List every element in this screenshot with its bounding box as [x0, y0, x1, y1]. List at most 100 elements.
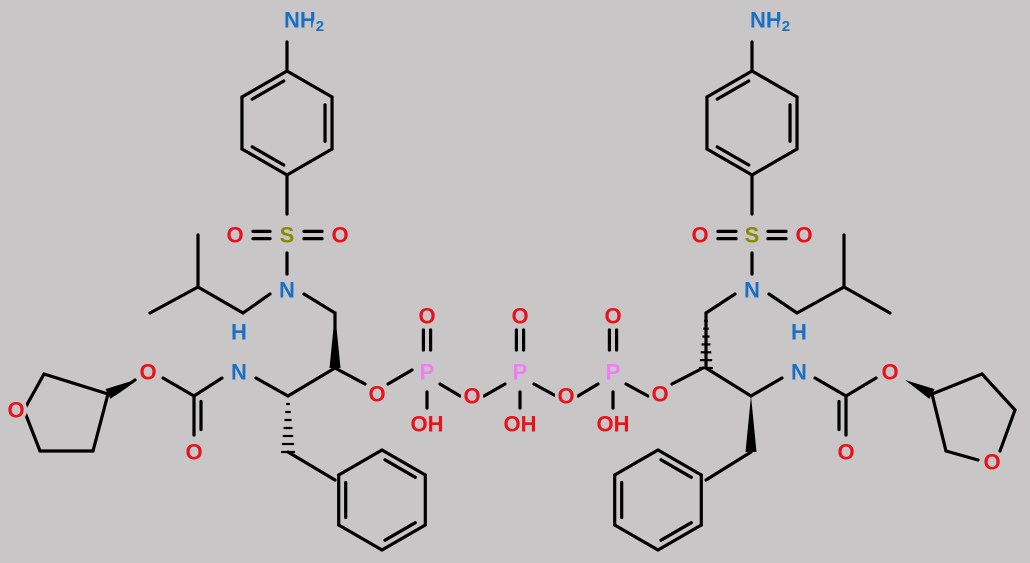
left-thf-o: O [7, 398, 24, 423]
left-aniline-ring-inner-3 [250, 145, 286, 167]
left-thf-4 [22, 372, 46, 412]
right-thf-2 [980, 372, 1017, 412]
chain-o1-p1 [386, 368, 414, 386]
right-thf-5 [944, 449, 980, 462]
o4-right-c [670, 366, 705, 386]
left-phenyl-ring-edge-0 [380, 448, 427, 477]
right-phenyl-ring-edge-5 [613, 448, 660, 477]
left-sulfonyl-o2: O [331, 223, 348, 248]
right-sulfonamide-n: N [744, 278, 760, 303]
left-aniline-ring-edge-0 [285, 69, 334, 99]
right-n-to-ch2b [704, 292, 737, 315]
right-aniline-ring-edge-0 [750, 69, 799, 99]
right-phenyl-ring-edge-3 [613, 523, 660, 552]
right-aniline-ring-edge-5 [705, 69, 754, 99]
right-thf-o: O [983, 450, 1000, 475]
left-hash-benzyl [281, 402, 295, 454]
left-n-to-ch2 [241, 292, 272, 315]
right-wedge-thf [905, 380, 935, 399]
right-thf-1 [930, 372, 984, 396]
right-nh2-label: NH2 [750, 8, 790, 35]
left-c-to-o [333, 366, 367, 386]
left-sulfonyl-o1: O [226, 223, 243, 248]
right-n-to-ch2 [767, 292, 799, 315]
left-phenyl-ring-inner-0 [383, 458, 417, 479]
left-benzyl-ch2 [286, 450, 337, 482]
o3-p3 [576, 382, 600, 398]
p3-label: P [606, 360, 621, 385]
left-co-to-o [161, 376, 196, 398]
left-ch2-ch [196, 285, 245, 315]
left-sulfonamide-n: N [279, 278, 295, 303]
right-c-to-c2 [704, 366, 753, 398]
right-sulfonyl-o2: O [795, 223, 812, 248]
left-thf-1 [91, 392, 110, 453]
p1-label: P [420, 360, 435, 385]
right-carbamate-n: N [791, 360, 807, 385]
bridge-o2: O [557, 384, 574, 409]
left-wedge-1 [329, 313, 341, 368]
right-nh-h: H [791, 320, 807, 345]
o2-p2 [482, 382, 507, 398]
left-c-to-c2 [286, 366, 337, 398]
p2-oxo-o: O [511, 304, 528, 329]
right-ester-o: O [881, 360, 898, 385]
p1-oxo-o: O [418, 304, 435, 329]
left-aniline-ring-edge-2 [285, 147, 334, 177]
p3-o4 [624, 382, 650, 398]
right-aniline-ring-edge-2 [750, 147, 799, 177]
left-nh-h: H [231, 320, 247, 345]
right-aniline-ring-edge-3 [705, 147, 754, 177]
right-co-to-o [844, 376, 878, 398]
right-phenyl-ring-edge-0 [656, 448, 703, 477]
right-thf-3 [998, 408, 1017, 453]
left-phenyl-ring-edge-2 [380, 523, 427, 552]
right-ch-me2 [842, 285, 892, 315]
right-hash-1 [699, 319, 713, 370]
left-nh-to-co [192, 376, 224, 398]
p1-oh-label: OH [411, 412, 444, 437]
right-phenyl-ring-inner-0 [659, 458, 693, 479]
right-nh-to-co [813, 376, 848, 398]
left-wedge-thf [105, 380, 135, 399]
left-c2-to-nh [254, 376, 290, 398]
right-benzyl-ch2 [704, 450, 753, 482]
left-aniline-ring-edge-3 [240, 147, 289, 177]
p3-oh-label: OH [597, 412, 630, 437]
right-ether-o: O [651, 382, 668, 407]
left-aniline-ring-inner-5 [250, 79, 286, 101]
left-phenyl-ring-inner-2 [383, 521, 417, 542]
left-n-to-ch2b [302, 292, 337, 315]
right-aniline-ring-inner-3 [715, 145, 751, 167]
right-ch2-ch [795, 285, 846, 315]
left-carbamate-n: N [231, 360, 247, 385]
bridge-o1: O [463, 384, 480, 409]
left-thf-3 [22, 408, 42, 453]
right-c2-to-nh [749, 376, 784, 398]
right-wedge-benzyl [745, 396, 757, 452]
p2-oh-label: OH [504, 412, 537, 437]
p2-label: P [513, 360, 528, 385]
left-aniline-ring-edge-5 [240, 69, 289, 99]
left-carbonyl-o: O [185, 440, 202, 465]
left-ch-me2 [148, 285, 200, 315]
left-nh2-label: NH2 [284, 8, 324, 35]
left-thf-5 [42, 372, 110, 396]
p3-oxo-o: O [604, 304, 621, 329]
left-phenyl-ring-edge-5 [337, 448, 384, 477]
left-phenyl-ring-edge-3 [337, 523, 384, 552]
right-phenyl-ring-edge-2 [656, 523, 703, 552]
right-thf-4 [930, 392, 948, 453]
right-carbonyl-o: O [837, 440, 854, 465]
right-phenyl-ring-inner-2 [659, 521, 693, 542]
p1-o2 [438, 382, 462, 398]
right-aniline-ring-inner-5 [715, 79, 751, 101]
left-ester-o: O [139, 360, 156, 385]
p2-o3 [532, 382, 558, 398]
right-sulfur-label: S [745, 223, 760, 248]
bond-layer [22, 40, 1017, 552]
left-sulfur-label: S [280, 223, 295, 248]
